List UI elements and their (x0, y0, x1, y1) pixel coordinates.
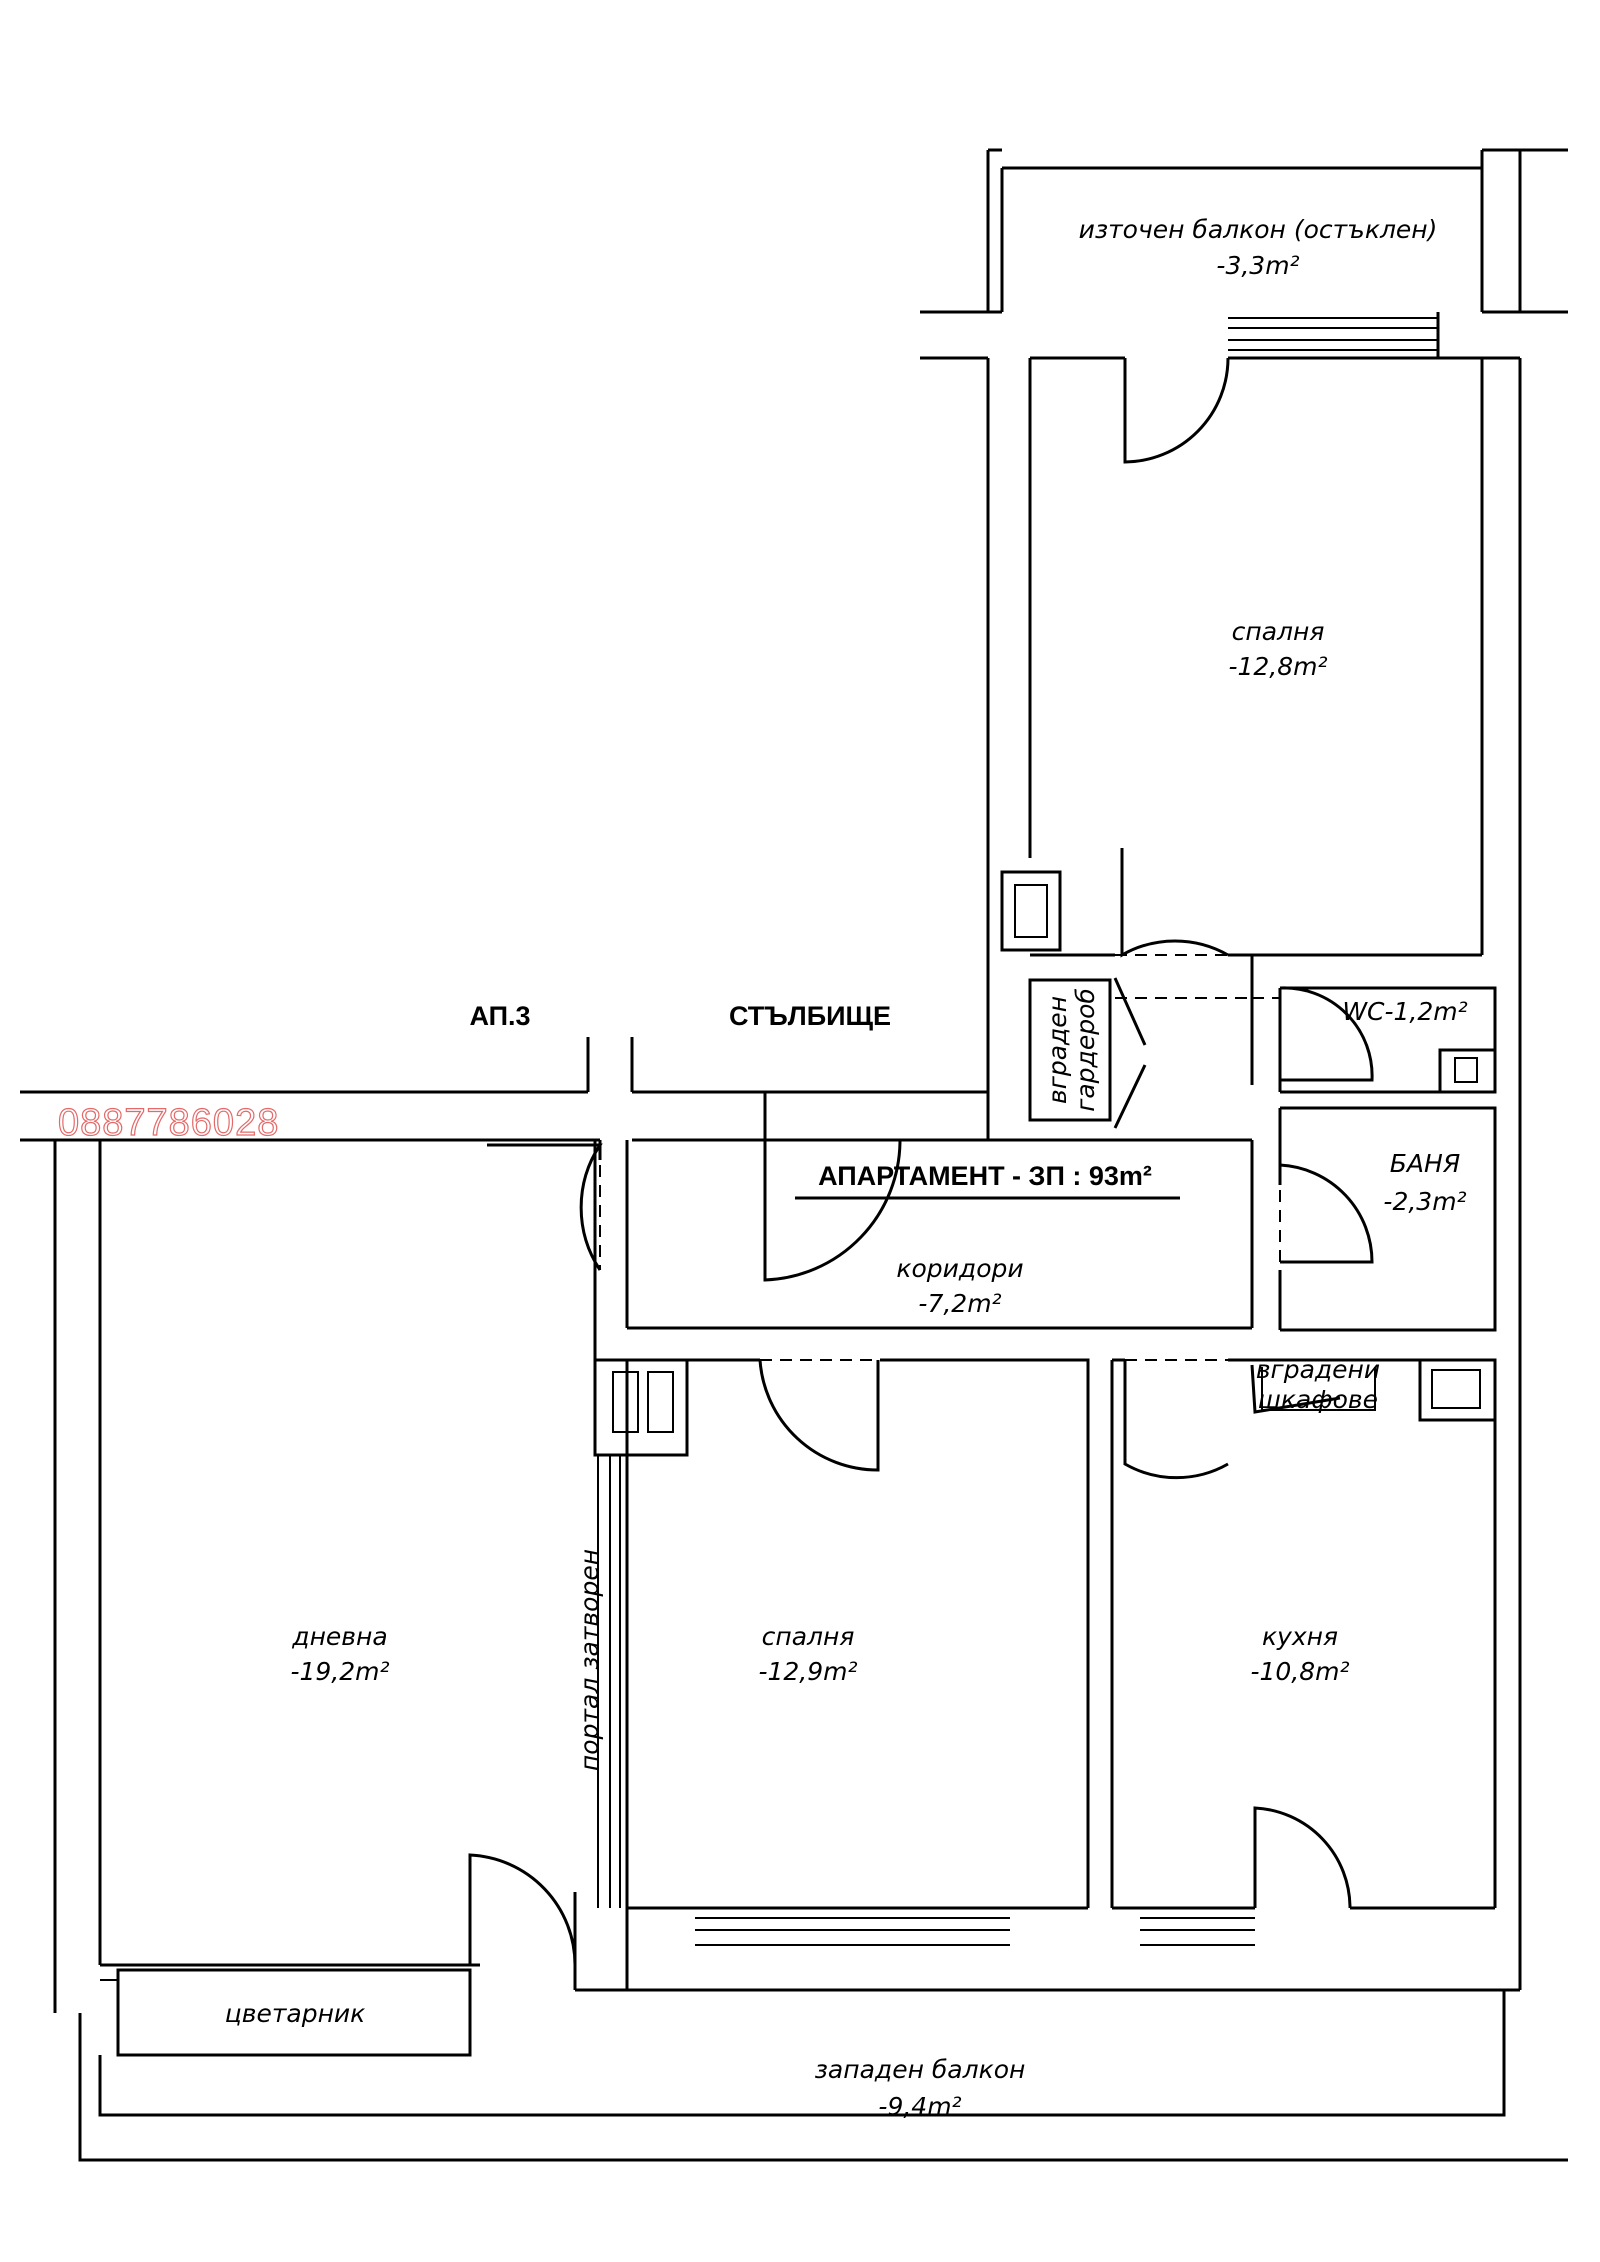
west-balcony-name: западен балкон (815, 2055, 1026, 2084)
east-balcony-area: -3,3m² (1216, 251, 1299, 280)
flower-box-label: цветарник (225, 1999, 366, 2028)
watermark: 0887786028 (58, 1102, 279, 1144)
kitchen-name: кухня (1262, 1622, 1338, 1651)
bathroom-area: -2,3m² (1383, 1187, 1466, 1216)
cabinets-line-1: вградени (1256, 1355, 1380, 1384)
walls (20, 148, 1568, 2162)
bedroom-2-name: спалня (762, 1622, 855, 1651)
wardrobe-line-2: гардероб (1071, 988, 1100, 1112)
plan-title: АПАРТАМЕНТ - ЗП : 93m² (818, 1161, 1152, 1191)
portal-label: портал затворен (575, 1549, 604, 1771)
bedroom-1-name: спалня (1232, 617, 1325, 646)
west-balcony-area: -9,4m² (878, 2092, 961, 2121)
bedroom-2-area: -12,9m² (758, 1657, 857, 1686)
wc-label: WC-1,2m² (1342, 997, 1467, 1026)
living-name: дневна (291, 1622, 387, 1651)
labels: източен балкон (остъклен) -3,3m² спалня … (57, 215, 1467, 2121)
stairs-label: СТЪЛБИЩЕ (729, 1001, 891, 1031)
corridors-name: коридори (896, 1254, 1023, 1283)
east-balcony-name: източен балкон (остъклен) (1079, 215, 1438, 244)
living-area: -19,2m² (290, 1657, 389, 1686)
wardrobe-line-1: вграден (1043, 996, 1072, 1104)
door-openings (599, 954, 1281, 1361)
kitchen-area: -10,8m² (1250, 1657, 1349, 1686)
door-swings (468, 357, 1374, 1966)
bedroom-1-area: -12,8m² (1228, 652, 1327, 681)
fixtures (593, 870, 1497, 1908)
corridors-area: -7,2m² (918, 1289, 1001, 1318)
neighbor-label: АП.3 (469, 1001, 530, 1031)
cabinets-line-2: шкафове (1258, 1385, 1378, 1414)
bathroom-name: БАНЯ (1390, 1149, 1460, 1178)
